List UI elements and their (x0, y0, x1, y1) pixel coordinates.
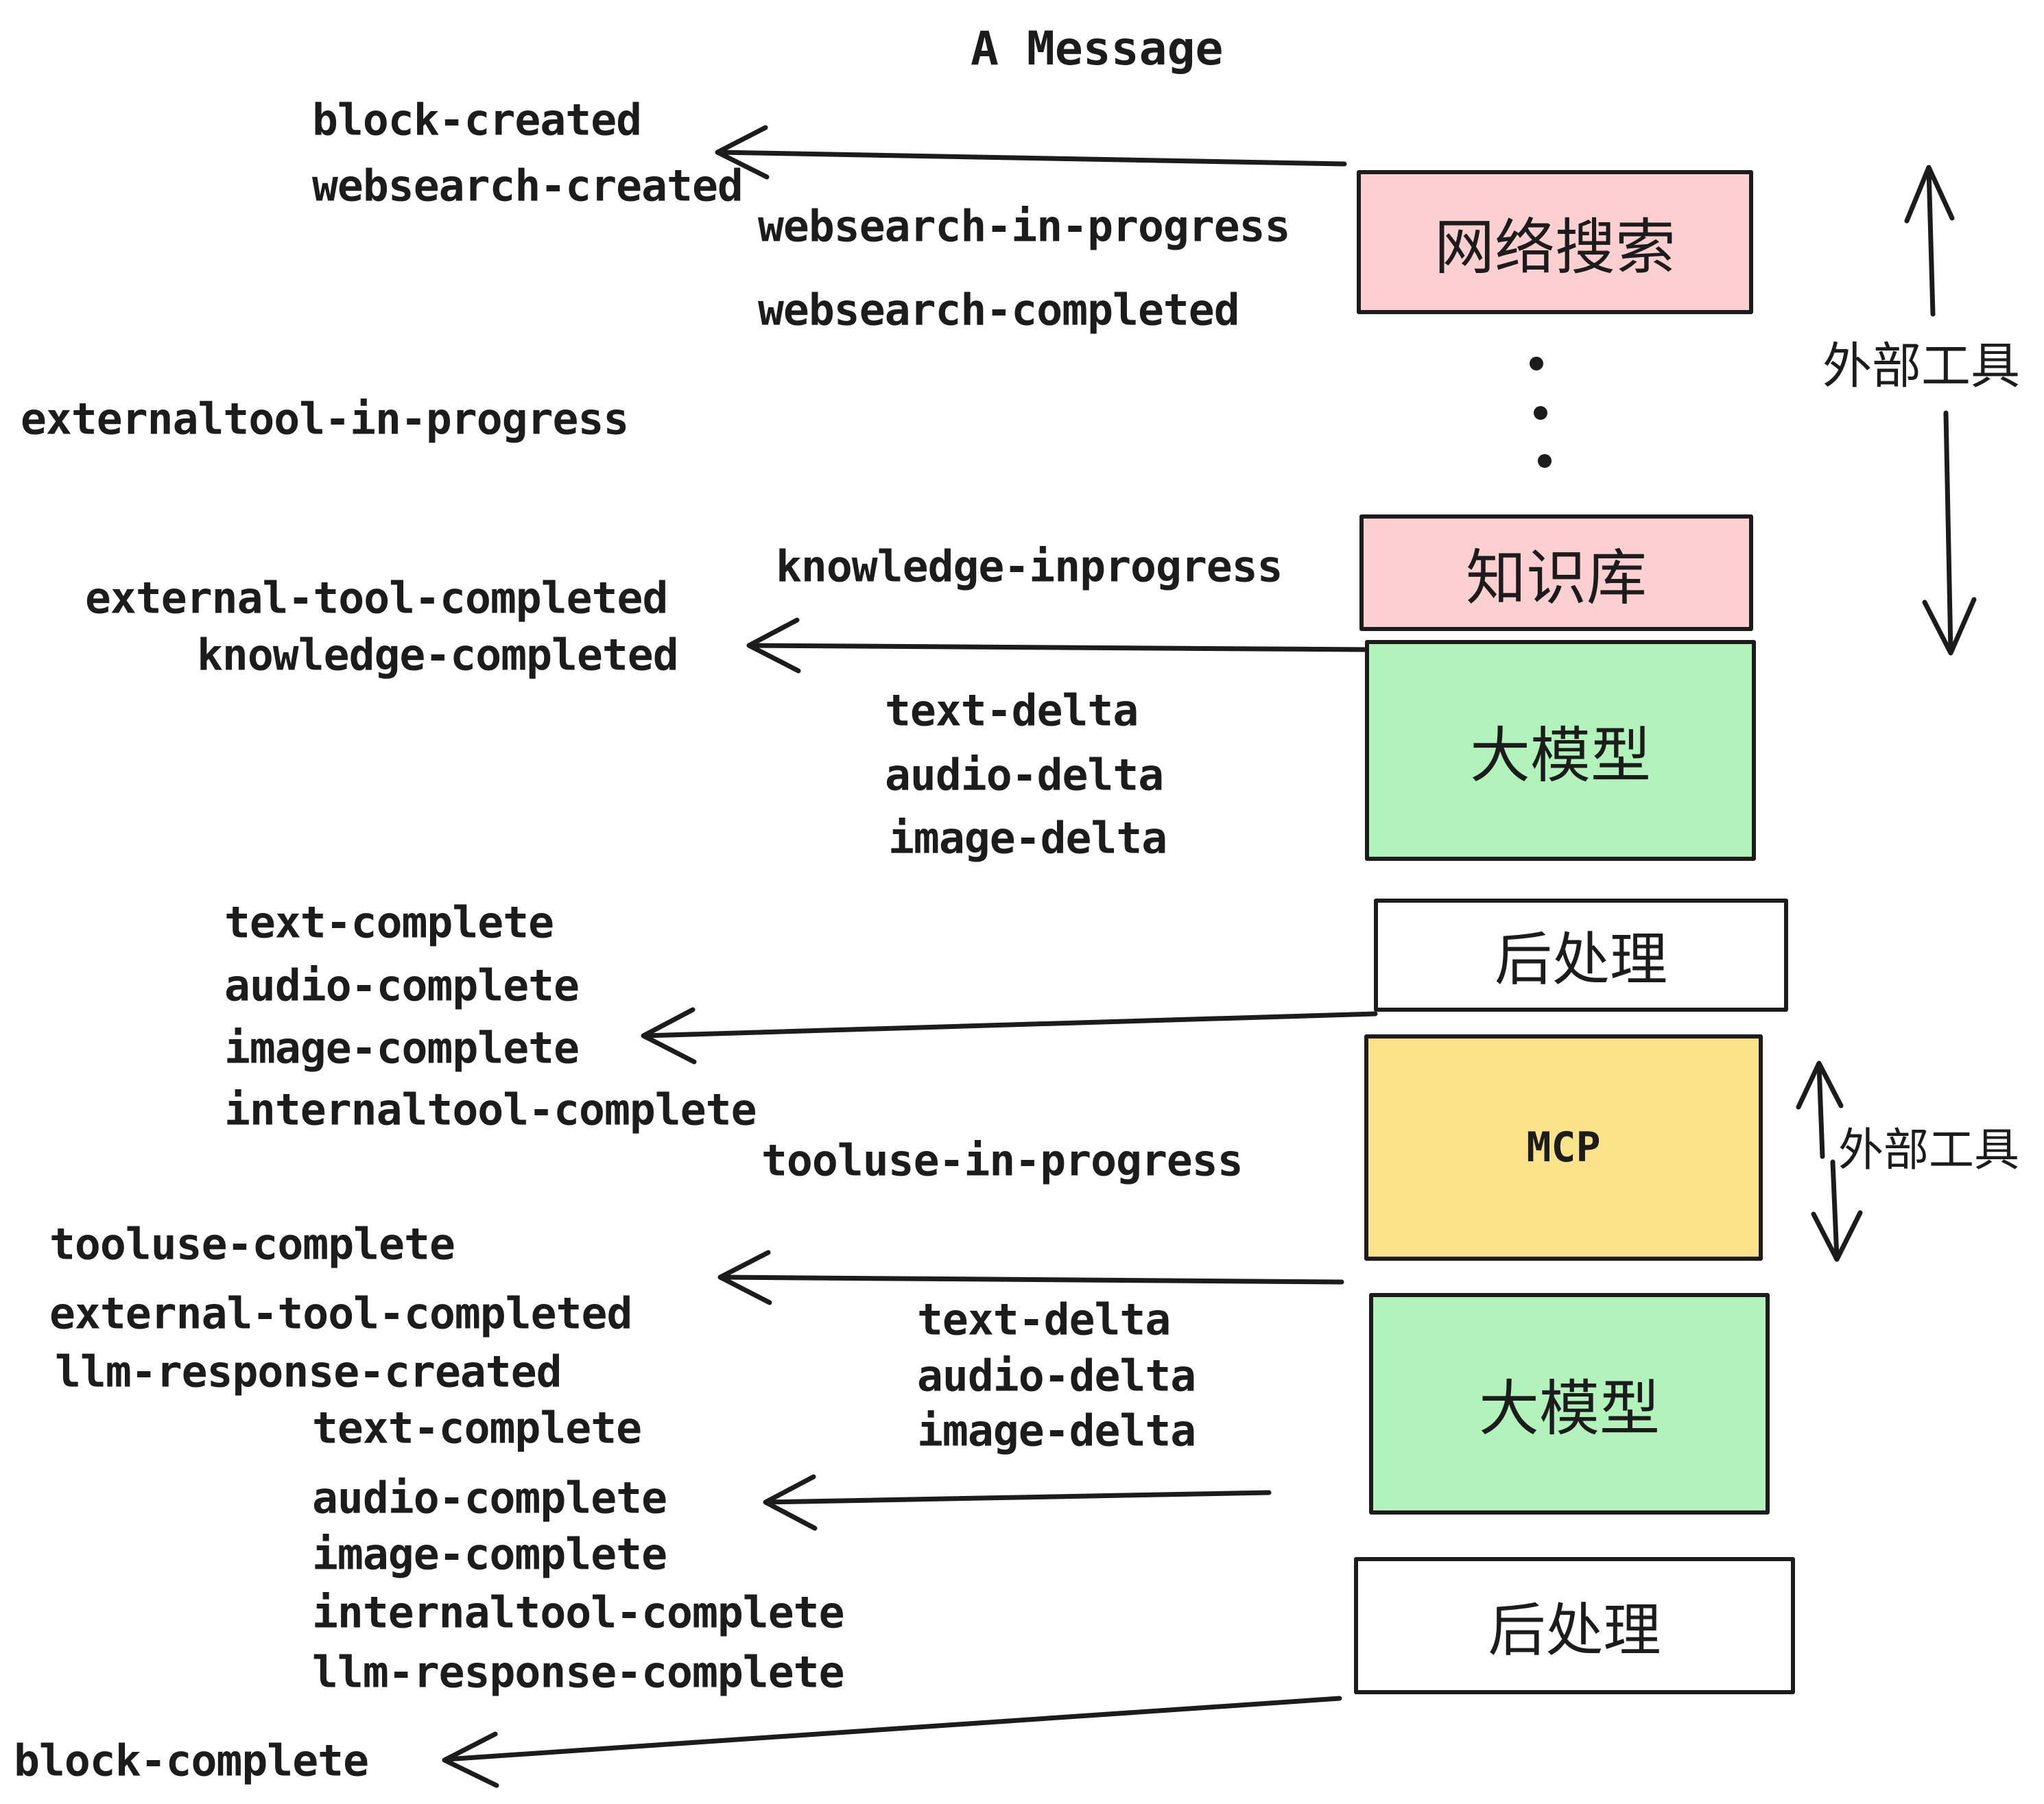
event-label-text-delta-2: text-delta (917, 1294, 1171, 1345)
event-label-image-delta-2: image-delta (917, 1405, 1196, 1456)
side-label-external-tools-2: 外部工具 (1838, 1124, 2019, 1176)
external-tools-1-down-arrow-head-icon (1922, 597, 1977, 656)
event-label-llm-response-created: llm-response-created (55, 1346, 562, 1397)
external-tools-1-down-arrow-line (1943, 410, 1953, 654)
event-label-audio-delta-1: audio-delta (885, 750, 1164, 800)
flow-box-mcp-label: MCP (1526, 1124, 1601, 1172)
diagram-title: A Message (971, 22, 1224, 76)
event-label-block-created: block-created (312, 95, 642, 145)
arrow-to-audio-complete-head-icon (763, 1474, 818, 1531)
event-label-image-delta-1: image-delta (888, 813, 1167, 864)
flow-box-websearch-label: 网络搜索 (1434, 211, 1676, 283)
event-label-llm-response-complete: llm-response-complete (312, 1647, 845, 1698)
external-tools-2-down-arrow-line (1830, 1159, 1840, 1261)
event-label-internaltool-complete-2: internaltool-complete (312, 1587, 845, 1638)
ellipsis-dots-icon (1530, 357, 1552, 468)
event-label-audio-complete-2: audio-complete (312, 1473, 667, 1523)
arrow-to-block-complete-line (443, 1696, 1342, 1762)
event-label-audio-delta-2: audio-delta (917, 1351, 1196, 1401)
arrow-to-block-created-line (716, 150, 1347, 167)
flow-box-knowledge: 知识库 (1359, 514, 1753, 631)
external-tools-2-up-arrow-head-icon (1796, 1060, 1844, 1110)
event-label-text-complete-1: text-complete (224, 897, 554, 948)
arrow-to-knowledge-completed-line (748, 643, 1369, 652)
flow-box-knowledge-label: 知识库 (1465, 542, 1647, 613)
arrow-to-block-complete-head-icon (442, 1731, 499, 1788)
event-label-image-complete-1: image-complete (224, 1023, 580, 1073)
arrow-to-audio-complete-line (764, 1490, 1272, 1505)
flow-box-llm-2-label: 大模型 (1478, 1373, 1660, 1444)
event-label-websearch-in-progress: websearch-in-progress (758, 201, 1291, 252)
event-label-knowledge-completed: knowledge-completed (197, 630, 679, 680)
external-tools-2-down-arrow-head-icon (1811, 1210, 1863, 1262)
event-label-externaltool-in-progress: externaltool-in-progress (21, 394, 629, 444)
event-label-audio-complete-1: audio-complete (224, 960, 580, 1011)
flow-box-llm-1-label: 大模型 (1469, 720, 1651, 791)
event-label-tooluse-complete: tooluse-complete (49, 1219, 455, 1270)
event-label-websearch-completed: websearch-completed (758, 285, 1240, 335)
event-label-tooluse-in-progress: tooluse-in-progress (761, 1135, 1244, 1186)
flow-box-postprocess-2: 后处理 (1354, 1557, 1795, 1694)
external-tools-1-up-arrow-line (1926, 166, 1936, 317)
arrow-to-tooluse-complete-head-icon (717, 1250, 772, 1305)
arrow-to-knowledge-completed-head-icon (746, 617, 801, 674)
event-label-text-delta-1: text-delta (885, 685, 1139, 736)
event-label-external-tool-completed-2: external-tool-completed (49, 1288, 632, 1339)
event-label-block-complete: block-complete (14, 1735, 369, 1786)
event-label-websearch-created: websearch-created (312, 161, 744, 211)
flow-box-llm-1: 大模型 (1365, 640, 1756, 861)
side-label-external-tools-1: 外部工具 (1822, 337, 2021, 395)
event-label-image-complete-2: image-complete (312, 1529, 667, 1580)
flow-box-postprocess-2-label: 后处理 (1488, 1596, 1661, 1664)
flow-box-websearch: 网络搜索 (1357, 170, 1753, 314)
external-tools-1-up-arrow-head-icon (1904, 165, 1955, 224)
event-label-internaltool-complete-1: internaltool-complete (224, 1084, 757, 1135)
arrow-to-tooluse-complete-line (719, 1274, 1344, 1285)
event-label-text-complete-2: text-complete (312, 1403, 642, 1453)
flow-box-postprocess-1-label: 后处理 (1494, 926, 1667, 993)
event-label-knowledge-inprogress: knowledge-inprogress (776, 541, 1283, 592)
event-label-external-tool-completed-1: external-tool-completed (85, 573, 668, 624)
flow-box-llm-2: 大模型 (1369, 1293, 1770, 1515)
flow-box-postprocess-1: 后处理 (1374, 899, 1788, 1012)
flow-box-mcp: MCP (1364, 1034, 1763, 1261)
external-tools-2-up-arrow-line (1816, 1062, 1825, 1159)
arrow-to-image-complete-line (642, 1011, 1378, 1039)
arrow-to-image-complete-head-icon (641, 1007, 697, 1065)
